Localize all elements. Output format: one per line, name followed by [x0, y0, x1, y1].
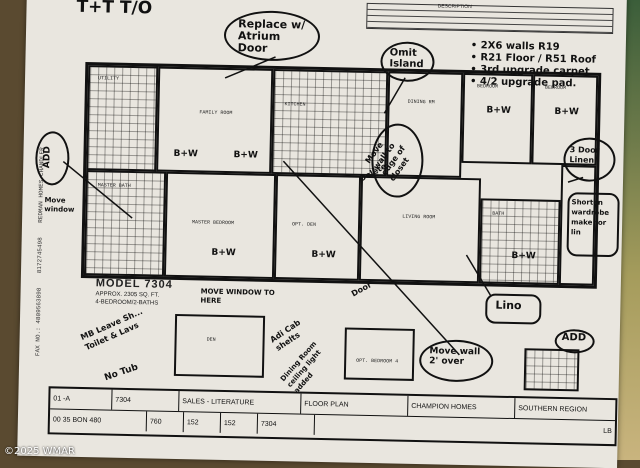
- footer-num-c: 152: [220, 412, 259, 434]
- watermark: ©2025 WMAR: [4, 446, 75, 457]
- floor-plan-sheet: T+T T/O DESCRIPTION FAX NO.: 4809563898 …: [17, 0, 627, 468]
- footer-num-a: 760: [146, 411, 185, 433]
- footer-job: 00 35 BON 480: [49, 409, 148, 432]
- footer-company: CHAMPION HOMES: [408, 395, 516, 419]
- footer-model: 7304: [112, 389, 180, 412]
- footer-num-d: 7304: [257, 413, 316, 435]
- leader-lines: [62, 56, 584, 356]
- footer-floor-plan: FLOOR PLAN: [301, 393, 409, 416]
- footer-region: SOUTHERN REGION: [518, 404, 588, 414]
- footer-num-b: 152: [183, 412, 222, 433]
- footer-code: 01 -A: [50, 388, 113, 410]
- footer-sales: SALES - LITERATURE: [179, 391, 302, 414]
